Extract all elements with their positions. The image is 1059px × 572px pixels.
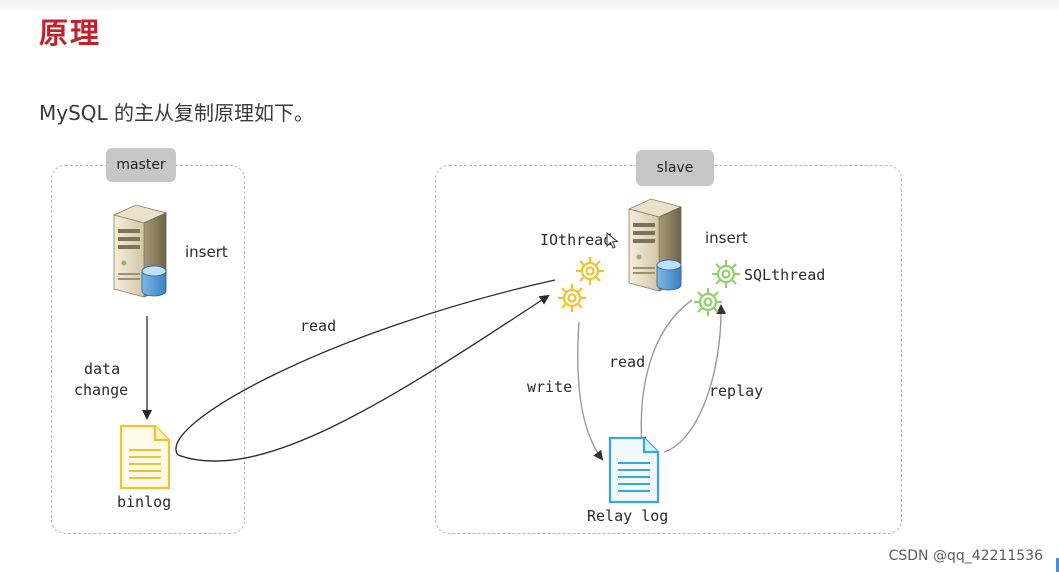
io-thread-label: IOthread bbox=[540, 231, 613, 249]
binlog-document-icon bbox=[119, 424, 171, 495]
slave-insert-label: insert bbox=[705, 229, 748, 247]
sql-thread-label: SQLthread bbox=[744, 266, 826, 284]
right-edge-accent bbox=[1056, 558, 1059, 572]
database-server-icon bbox=[623, 197, 687, 300]
slide-title: 原理 bbox=[39, 16, 102, 50]
master-tag: master bbox=[106, 148, 176, 182]
slave-tag: slave bbox=[636, 150, 714, 186]
sql-read-arrow bbox=[636, 299, 693, 447]
binlog-label: binlog bbox=[117, 493, 172, 511]
write-arrow bbox=[577, 321, 604, 461]
cross-read-label: read bbox=[300, 317, 337, 335]
replay-label: replay bbox=[709, 382, 764, 400]
relay-log-label: Relay log bbox=[587, 507, 669, 525]
top-bar bbox=[0, 0, 1059, 14]
read-loop-lower bbox=[177, 294, 550, 462]
io-thread-gear-icon bbox=[553, 254, 613, 325]
data-change-label-line1: data bbox=[84, 360, 121, 378]
sql-thread-gear-icon bbox=[688, 257, 748, 328]
mouse-cursor-icon bbox=[606, 231, 620, 255]
watermark: CSDN @qq_42211536 bbox=[888, 548, 1043, 564]
read-loop-upper bbox=[175, 279, 556, 456]
master-insert-label: insert bbox=[185, 243, 228, 261]
write-label: write bbox=[527, 378, 573, 396]
data-change-label-line2: change bbox=[74, 381, 129, 399]
slave-read-label: read bbox=[609, 353, 646, 371]
slide-subtitle: MySQL 的主从复制原理如下。 bbox=[39, 101, 315, 125]
relay-log-document-icon bbox=[608, 436, 660, 509]
database-server-icon bbox=[108, 203, 172, 306]
replay-arrow bbox=[663, 304, 727, 453]
